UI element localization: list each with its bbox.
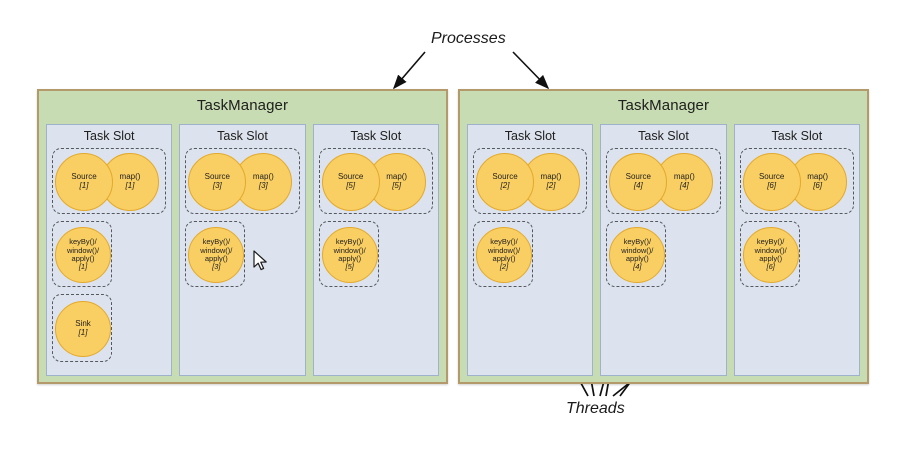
task-group-sink[interactable]: Sink [1] xyxy=(52,294,112,362)
operator-index: [5] xyxy=(346,181,356,190)
operator-index: [3] xyxy=(258,181,268,190)
operator-index: [1] xyxy=(78,328,88,337)
operator-index: [6] xyxy=(813,181,823,190)
operator-name: Source xyxy=(337,172,364,182)
operator-circle-map[interactable]: map() [5] xyxy=(367,153,426,211)
operator-index: [4] xyxy=(633,181,643,190)
operator-name: Source xyxy=(758,172,785,182)
operator-index: [2] xyxy=(546,181,556,190)
operator-circle-keyby-window-apply[interactable]: keyBy()/window()/apply() [1] xyxy=(55,227,111,283)
operator-index: [3] xyxy=(212,262,221,272)
operator-circle-source[interactable]: Source [5] xyxy=(321,153,380,211)
operator-name: map() xyxy=(386,172,408,182)
task-slot-title: Task Slot xyxy=(771,129,823,143)
operator-circle-source[interactable]: Source [4] xyxy=(609,153,668,211)
operator-circle-source[interactable]: Source [6] xyxy=(742,153,801,211)
task-slot-row: Task Slot Source [1] map() [1] keyBy()/w… xyxy=(46,124,439,376)
operator-name: keyBy()/window()/apply() xyxy=(66,237,100,263)
operator-name: map() xyxy=(673,172,695,182)
task-group-source-map[interactable]: Source [1] map() [1] xyxy=(52,148,167,214)
task-group-window[interactable]: keyBy()/window()/apply() [4] xyxy=(606,221,667,287)
taskmanager-container[interactable]: TaskManager Task Slot Source [1] map() [… xyxy=(37,89,448,384)
task-slot-title: Task Slot xyxy=(217,129,268,143)
operator-name: map() xyxy=(119,172,141,182)
operator-circle-source[interactable]: Source [2] xyxy=(476,153,534,211)
operator-index: [3] xyxy=(212,181,222,190)
task-group-window[interactable]: keyBy()/window()/apply() [3] xyxy=(185,221,246,287)
task-slot[interactable]: Task Slot Source [6] map() [6] keyBy()/w… xyxy=(733,124,860,376)
operator-index: [5] xyxy=(345,262,354,272)
taskmanager-title: TaskManager xyxy=(196,97,289,114)
operator-circle-keyby-window-apply[interactable]: keyBy()/window()/apply() [4] xyxy=(609,227,666,283)
operator-circle-keyby-window-apply[interactable]: keyBy()/window()/apply() [3] xyxy=(188,227,245,283)
threads-annotation-label: Threads xyxy=(566,400,625,417)
operator-name: Source xyxy=(204,172,230,182)
task-slot[interactable]: Task Slot Source [2] map() [2] keyBy()/w… xyxy=(467,124,594,376)
task-group-source-map[interactable]: Source [4] map() [4] xyxy=(606,148,721,214)
task-group-window[interactable]: keyBy()/window()/apply() [1] xyxy=(52,221,112,287)
task-slot-title: Task Slot xyxy=(83,129,135,143)
task-group-source-map[interactable]: Source [3] map() [3] xyxy=(185,148,300,214)
operator-name: keyBy()/window()/apply() xyxy=(621,237,654,263)
operator-name: Source xyxy=(71,172,97,182)
task-group-window[interactable]: keyBy()/window()/apply() [5] xyxy=(318,221,379,287)
operator-name: Source xyxy=(492,172,518,182)
task-slot[interactable]: Task Slot Source [3] map() [3] keyBy()/w… xyxy=(179,124,306,376)
operator-index: [4] xyxy=(633,262,642,272)
task-group-window[interactable]: keyBy()/window()/apply() [2] xyxy=(473,221,533,287)
operator-circle-keyby-window-apply[interactable]: keyBy()/window()/apply() [5] xyxy=(321,227,378,283)
operator-name: map() xyxy=(252,172,274,182)
operator-index: [6] xyxy=(766,262,775,272)
operator-circle-map[interactable]: map() [6] xyxy=(788,153,847,211)
operator-name: keyBy()/window()/apply() xyxy=(200,237,233,263)
taskmanager-container[interactable]: TaskManager Task Slot Source [2] map() [… xyxy=(458,89,869,384)
task-slot-title: Task Slot xyxy=(638,129,689,143)
task-slot-row: Task Slot Source [2] map() [2] keyBy()/w… xyxy=(467,124,860,376)
operator-index: [2] xyxy=(500,181,510,190)
operator-name: Sink xyxy=(75,319,91,329)
operator-index: [5] xyxy=(392,181,402,190)
task-slot[interactable]: Task Slot Source [5] map() [5] keyBy()/w… xyxy=(312,124,439,376)
operator-index: [6] xyxy=(767,181,777,190)
task-group-source-map[interactable]: Source [2] map() [2] xyxy=(473,148,588,214)
operator-index: [2] xyxy=(499,262,509,272)
operator-circle-source[interactable]: Source [1] xyxy=(55,153,113,211)
operator-name: map() xyxy=(540,172,562,182)
operator-circle-source[interactable]: Source [3] xyxy=(188,153,247,211)
operator-name: keyBy()/window()/apply() xyxy=(754,237,787,263)
processes-annotation-label: Processes xyxy=(431,30,506,47)
operator-name: map() xyxy=(807,172,829,182)
processes-leader-lines xyxy=(392,51,550,90)
task-group-source-map[interactable]: Source [5] map() [5] xyxy=(318,148,433,214)
task-group-window[interactable]: keyBy()/window()/apply() [6] xyxy=(739,221,800,287)
operator-name: keyBy()/window()/apply() xyxy=(333,237,366,263)
task-slot[interactable]: Task Slot Source [4] map() [4] keyBy()/w… xyxy=(600,124,727,376)
operator-circle-keyby-window-apply[interactable]: keyBy()/window()/apply() [2] xyxy=(476,227,532,283)
taskmanager-title: TaskManager xyxy=(617,97,710,114)
operator-name: Source xyxy=(625,172,651,182)
operator-index: [1] xyxy=(125,181,135,190)
operator-index: [4] xyxy=(679,181,689,190)
task-group-source-map[interactable]: Source [6] map() [6] xyxy=(739,148,854,214)
operator-name: keyBy()/window()/apply() xyxy=(487,237,521,263)
operator-index: [1] xyxy=(78,262,88,272)
task-slot-title: Task Slot xyxy=(350,129,402,143)
task-slot[interactable]: Task Slot Source [1] map() [1] keyBy()/w… xyxy=(46,124,173,376)
operator-index: [1] xyxy=(79,181,89,190)
operator-circle-sink[interactable]: Sink [1] xyxy=(55,301,111,357)
operator-circle-keyby-window-apply[interactable]: keyBy()/window()/apply() [6] xyxy=(742,227,799,283)
task-slot-title: Task Slot xyxy=(504,129,556,143)
